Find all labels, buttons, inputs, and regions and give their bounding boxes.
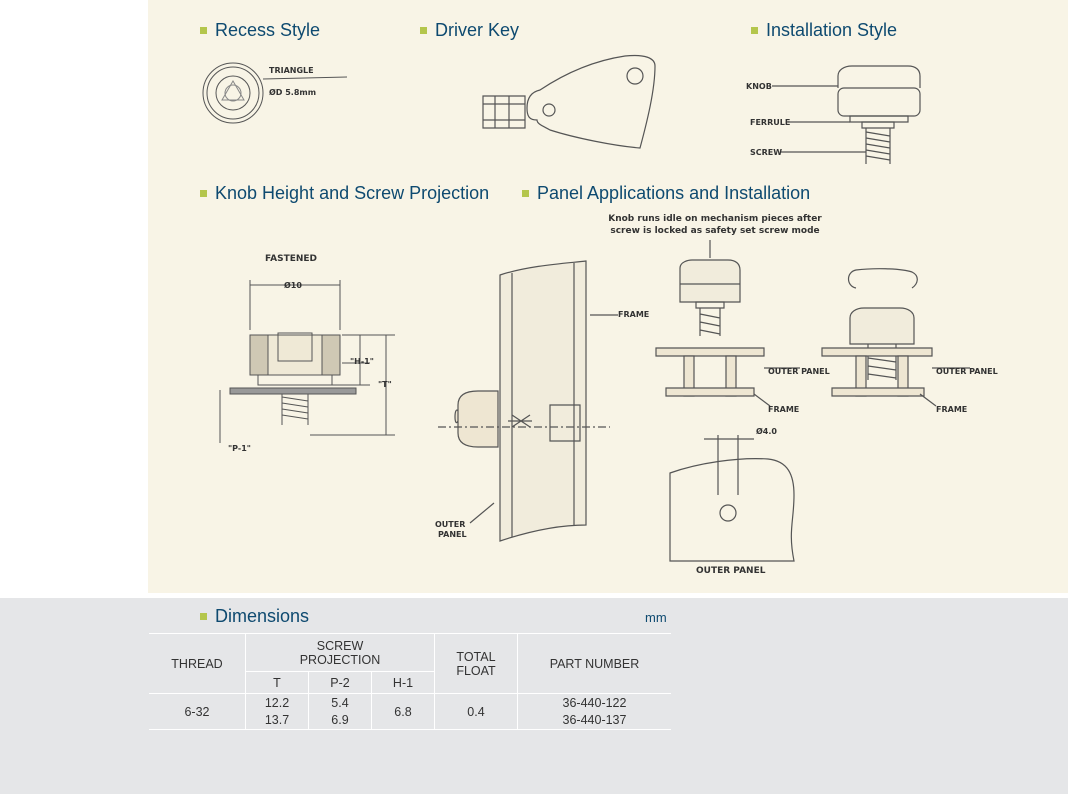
recess-diameter-label: ØD 5.8mm — [269, 88, 317, 97]
panel-side-drawing — [430, 255, 630, 545]
heading-driver-key: Driver Key — [420, 20, 519, 41]
installation-style-drawing — [740, 62, 940, 172]
table-row: 6-32 12.2 5.4 6.8 0.4 36-440-122 — [149, 693, 671, 730]
outer-panel-label-side: OUTER — [435, 520, 466, 529]
bullet-icon — [200, 613, 207, 620]
header-t: T — [245, 671, 309, 694]
part-number-value: 36-440-122 — [517, 693, 671, 712]
header-screw-projection: SCREW PROJECTION — [245, 633, 435, 672]
thread-value: 6-32 — [149, 693, 246, 730]
part-number-value: 36-440-137 — [517, 711, 671, 730]
bullet-icon — [751, 27, 758, 34]
bullet-icon — [420, 27, 427, 34]
header-thread: THREAD — [149, 633, 246, 694]
recess-shape-label: TRIANGLE — [269, 66, 314, 75]
p2-value: 6.9 — [308, 711, 372, 730]
bullet-icon — [200, 27, 207, 34]
t-dimension-label: "T" — [378, 380, 392, 389]
ferrule-label: FERRULE — [750, 118, 791, 127]
p1-dimension-label: "P-1" — [228, 444, 251, 453]
bullet-icon — [200, 190, 207, 197]
outer-panel-label-bottom: OUTER PANEL — [696, 566, 766, 576]
recess-style-drawing — [195, 55, 355, 135]
safety-note: Knob runs idle on mechanism pieces after… — [608, 214, 822, 236]
table-row: 13.7 6.9 36-440-137 — [149, 711, 671, 730]
bullet-icon — [522, 190, 529, 197]
dimensions-table: THREAD SCREW PROJECTION TOTAL FLOAT PART… — [149, 633, 671, 730]
header-total-float: TOTAL FLOAT — [434, 633, 518, 694]
screw-label: SCREW — [750, 148, 783, 157]
heading-dimensions: Dimensions — [200, 606, 309, 627]
frame-label-1: FRAME — [768, 405, 800, 414]
unit-label: mm — [645, 610, 667, 625]
fastened-label: FASTENED — [265, 254, 318, 264]
outer-panel-label-side-2: PANEL — [438, 530, 467, 539]
heading-installation-style: Installation Style — [751, 20, 897, 41]
header-h1: H-1 — [371, 671, 435, 694]
p2-value: 5.4 — [308, 693, 372, 712]
hole-diameter-label: Ø4.0 — [756, 427, 777, 436]
knob-diameter-label: Ø10 — [284, 281, 302, 290]
t-value: 12.2 — [245, 693, 309, 712]
h1-value: 6.8 — [371, 693, 435, 730]
heading-recess-style: Recess Style — [200, 20, 320, 41]
frame-label-side: FRAME — [618, 310, 650, 319]
knob-label: KNOB — [746, 82, 772, 91]
header-part-number: PART NUMBER — [517, 633, 671, 694]
diagram-panel — [148, 0, 1068, 593]
heading-panel-applications: Panel Applications and Installation — [522, 183, 810, 204]
t-value: 13.7 — [245, 711, 309, 730]
frame-label-2: FRAME — [936, 405, 968, 414]
outer-panel-label-1: OUTER PANEL — [768, 367, 830, 376]
h1-dimension-label: "H-1" — [350, 357, 374, 366]
header-p2: P-2 — [308, 671, 372, 694]
knob-height-drawing — [210, 275, 410, 455]
outer-panel-hole-drawing — [668, 425, 808, 565]
outer-panel-label-2: OUTER PANEL — [936, 367, 998, 376]
panel-install-drawings — [650, 240, 1020, 420]
total-float-value: 0.4 — [434, 693, 518, 730]
driver-key-drawing — [475, 50, 665, 160]
heading-knob-height: Knob Height and Screw Projection — [200, 183, 489, 204]
